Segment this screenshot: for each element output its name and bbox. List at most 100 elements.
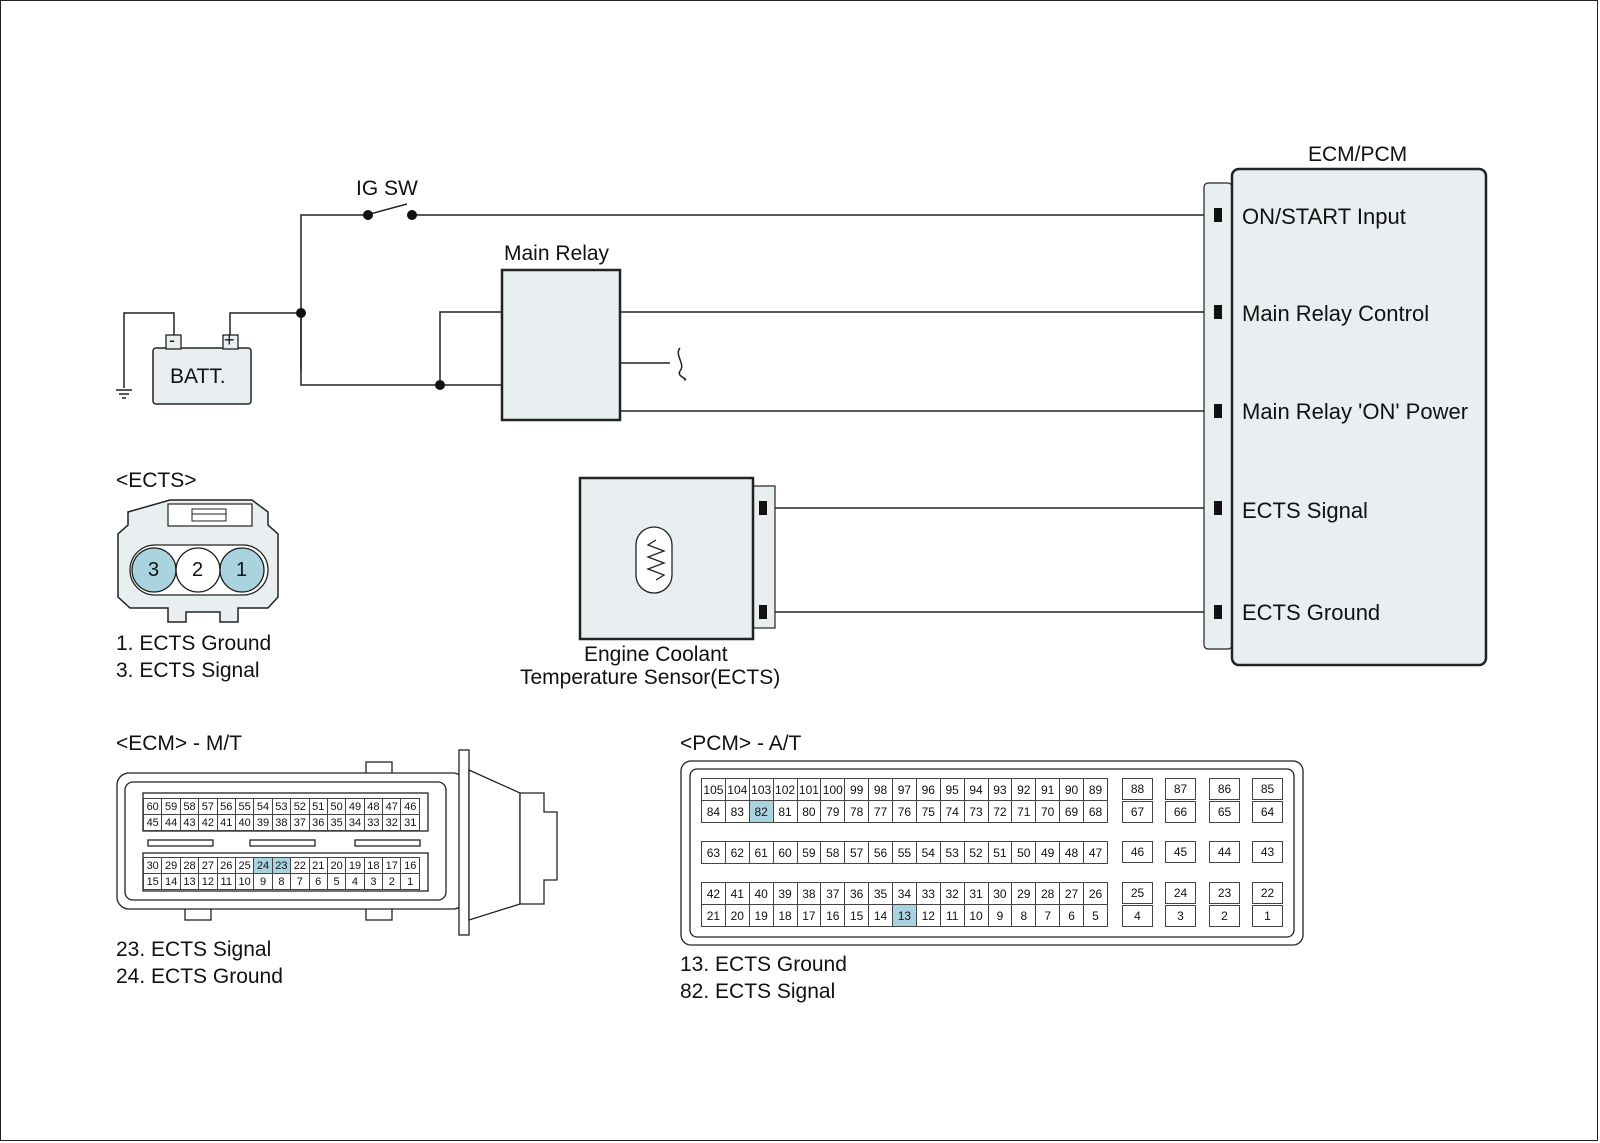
pin-cell: 35: [868, 882, 893, 905]
pin-cell: 98: [868, 778, 893, 801]
pin-cell: 34: [892, 882, 917, 905]
legend-line: 82. ECTS Signal: [680, 980, 836, 1003]
pin-cell: 74: [939, 800, 965, 823]
pin-cell: 49: [345, 798, 365, 815]
pin-cell: 69: [1059, 800, 1084, 823]
pin-cell: 6: [1059, 904, 1084, 927]
pin-cell: 53: [271, 798, 292, 815]
pin-cell: 59: [796, 841, 822, 864]
pin-cell: 86: [1209, 778, 1240, 800]
pin-cell: 7: [290, 873, 310, 890]
pin-cell: 32: [939, 882, 965, 905]
pin-cell: 42: [198, 814, 218, 831]
pin-cell: 48: [1059, 841, 1084, 864]
ecm-connector-legend: 23. ECTS Signal 24. ECTS Ground: [116, 936, 283, 990]
ecm-pin-marker: [1214, 605, 1222, 619]
pin-cell: 41: [724, 882, 750, 905]
ig-sw-contact: [369, 203, 408, 215]
pin-cell: 12: [915, 904, 941, 927]
pin-cell: 14: [868, 904, 893, 927]
pcm-connector-title: <PCM> - A/T: [680, 732, 802, 755]
pin-cell: 38: [271, 814, 292, 831]
pin-cell: 2: [382, 873, 402, 890]
junction-dot: [363, 210, 373, 220]
pin-cell: 31: [963, 882, 989, 905]
pin-cell: 34: [345, 814, 365, 831]
ects-connector-face: [117, 499, 279, 623]
pin-cell: 39: [772, 882, 798, 905]
pin-cell: 60: [772, 841, 798, 864]
pin-cell: 21: [701, 904, 726, 927]
pin-cell: 103: [748, 778, 774, 801]
pin-cell: 48: [363, 798, 384, 815]
pin-cell: 76: [892, 800, 917, 823]
ig-sw-label: IG SW: [356, 177, 418, 200]
pin-cell: 99: [844, 778, 870, 801]
pin-cell: 17: [796, 904, 822, 927]
pin-cell: 30: [987, 882, 1013, 905]
pin-cell: 24: [253, 857, 273, 874]
pin-cell: 52: [963, 841, 989, 864]
pin-cell: 3: [363, 873, 384, 890]
pin-cell: 47: [1083, 841, 1108, 864]
relay-power-wire: [606, 363, 1220, 412]
pin-cell: 41: [216, 814, 236, 831]
pin-cell: 54: [915, 841, 941, 864]
pin-cell: 11: [939, 904, 965, 927]
pin-cell: 32: [382, 814, 402, 831]
battery-minus-wire: [123, 312, 175, 388]
pin-cell: 67: [1122, 801, 1153, 823]
thermistor-zigzag: [646, 539, 666, 581]
pin-cell: 33: [915, 882, 941, 905]
pin-cell: 31: [400, 814, 420, 831]
pin-cell: 27: [1059, 882, 1084, 905]
pin-cell: 3: [1165, 905, 1196, 927]
ecm-pin-marker: [1214, 305, 1222, 319]
pin-cell: 75: [915, 800, 941, 823]
pin-cell: 105: [701, 778, 726, 801]
pin-cell: 45: [142, 814, 163, 831]
pin-cell: 5: [1083, 904, 1108, 927]
pin-cell: 29: [161, 857, 181, 874]
pin-cell: 85: [1252, 778, 1283, 800]
sensor-label-line1: Engine Coolant: [584, 643, 728, 666]
ects-pin-1-label: 1: [236, 559, 248, 581]
pin-cell: 55: [892, 841, 917, 864]
pin-cell: 101: [796, 778, 822, 801]
main-relay-box: [500, 268, 622, 422]
pin-cell: 10: [963, 904, 989, 927]
pin-cell: 43: [179, 814, 200, 831]
ects-pin-2-label: 2: [192, 559, 204, 581]
pin-cell: 15: [142, 873, 163, 890]
pin-cell: 6: [308, 873, 328, 890]
pin-cell: 36: [844, 882, 870, 905]
pin-cell: 45: [1165, 841, 1196, 863]
ecm-pin-marker: [1214, 208, 1222, 222]
pin-cell: 93: [987, 778, 1013, 801]
main-relay-label: Main Relay: [504, 242, 610, 265]
pin-cell: 72: [987, 800, 1013, 823]
pin-cell: 44: [1209, 841, 1240, 863]
legend-line: 13. ECTS Ground: [680, 953, 847, 976]
ecm-pin-marker: [1214, 501, 1222, 515]
pin-cell: 26: [216, 857, 236, 874]
pin-cell: 4: [1122, 905, 1153, 927]
pcm-connector-legend: 13. ECTS Ground 82. ECTS Signal: [680, 951, 847, 1005]
ects-pin-3-label: 3: [148, 559, 160, 581]
battery-box: [152, 347, 252, 405]
pin-cell: 66: [1165, 801, 1196, 823]
pin-cell: 20: [326, 857, 347, 874]
pin-cell: 46: [1122, 841, 1153, 863]
pin-cell: 83: [724, 800, 750, 823]
pin-cell: 5: [326, 873, 347, 890]
pin-cell: 42: [701, 882, 726, 905]
pin-cell: 26: [1083, 882, 1108, 905]
legend-line: 24. ECTS Ground: [116, 965, 283, 988]
pin-cell: 55: [234, 798, 255, 815]
pin-cell: 49: [1035, 841, 1061, 864]
pin-cell: 62: [724, 841, 750, 864]
ecm-pin-ects-signal: ECTS Signal: [1242, 498, 1368, 523]
